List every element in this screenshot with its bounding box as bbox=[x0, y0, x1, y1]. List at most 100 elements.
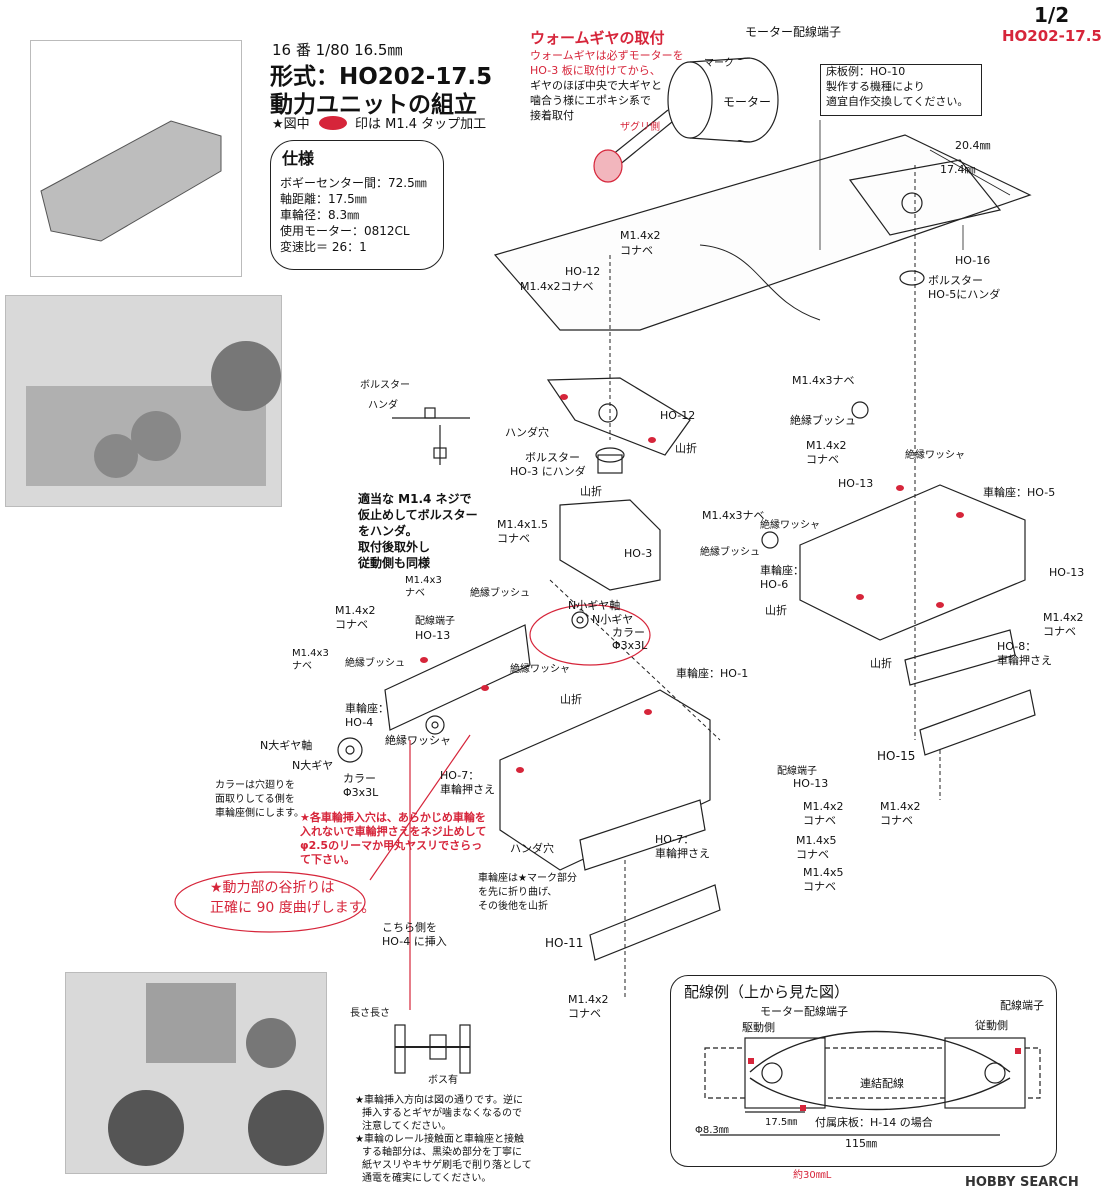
wiring-terminal: 配線端子 bbox=[1000, 999, 1044, 1012]
plate-ho11 bbox=[589, 884, 721, 961]
bottom-note-6: 紙ヤスリやキサゲ刷毛で削り落として bbox=[362, 1160, 532, 1171]
fold-note-2: 正確に 90 度曲げします。 bbox=[210, 900, 376, 916]
bottom-note-3: 注意してください。 bbox=[362, 1121, 452, 1132]
floor-note-2: 製作する機種により bbox=[826, 80, 925, 93]
label-nabe-a: ナベ bbox=[405, 588, 425, 599]
reamer-note-4: て下さい。 bbox=[300, 853, 355, 866]
label-collar-size: Φ3x3L bbox=[612, 639, 648, 652]
label-n-small-shaft: N小ギヤ軸 bbox=[568, 599, 621, 612]
label-ho16: HO-16 bbox=[955, 254, 991, 267]
label-handa-hole2: ハンダ穴 bbox=[510, 842, 554, 855]
label-ho7-ab: 車輪押さえ bbox=[440, 783, 495, 796]
wiring-dim-wheel: Φ8.3㎜ bbox=[695, 1125, 729, 1136]
label-wheel-seat-ho1: 車輪座：HO-1 bbox=[676, 667, 749, 680]
floor-note-box bbox=[820, 64, 982, 116]
fold-note-1: ★動力部の谷折りは bbox=[210, 880, 335, 896]
fold-note-ellipse bbox=[174, 871, 366, 933]
scale-label: 16 番 1/80 16.5㎜ bbox=[272, 41, 403, 59]
worm-line4: 噛合う様にエポキシ系で bbox=[530, 94, 651, 107]
label-ho13-a: HO-13 bbox=[415, 629, 451, 642]
gear-highlight-ellipse bbox=[529, 604, 651, 666]
label-insul-bush-c: 絶縁ブッシュ bbox=[790, 414, 856, 427]
wiring-example-box bbox=[670, 975, 1057, 1167]
label-konabe-c: コナベ bbox=[335, 618, 368, 631]
collar-note-2: 面取りしてる側を bbox=[215, 794, 295, 805]
plate-ho15 bbox=[919, 689, 1036, 756]
plate-ho8 bbox=[904, 629, 1016, 686]
worm-line5: 接着取付 bbox=[530, 109, 574, 122]
label-m14x2-c: M1.4x2 bbox=[803, 800, 844, 813]
tap-note-pre: ★図中 bbox=[272, 117, 310, 132]
label-yamaori5: 山折 bbox=[870, 657, 892, 670]
page-number: 1/2 bbox=[1034, 3, 1070, 27]
spec-wheel-dia: 車輪径：8.3㎜ bbox=[280, 208, 360, 222]
label-ho8: HO-8： bbox=[997, 640, 1037, 653]
label-insul-washer-c: 絶縁ワッシャ bbox=[905, 450, 965, 461]
photo-gear-assembly bbox=[5, 295, 282, 507]
handa-inset-label: ハンダ bbox=[368, 400, 398, 411]
worm-line3: ギヤのほぼ中央で大ギヤと bbox=[530, 79, 662, 92]
wiring-title: 配線例（上から見た図） bbox=[684, 983, 850, 1001]
label-m14x2-e: M1.4x2 bbox=[806, 439, 847, 452]
label-m14x3-b: M1.4x3 bbox=[292, 648, 329, 659]
floor-plate-ho10 bbox=[493, 134, 1032, 331]
label-yamaori4: 山折 bbox=[765, 604, 787, 617]
label-insul-bush-a: 絶縁ブッシュ bbox=[470, 588, 530, 599]
bolster-note-1: 適当な M1.4 ネジで bbox=[358, 492, 472, 506]
label-konabe-b: コナベ bbox=[497, 532, 530, 545]
label-nabe-b: ナベ bbox=[292, 661, 312, 672]
label-m14x2-b: M1.4x2 bbox=[335, 604, 376, 617]
label-m14x5-b: M1.4x5 bbox=[803, 866, 844, 879]
label-konabe-g: コナベ bbox=[568, 1007, 601, 1020]
label-ho13-d: HO-13 bbox=[1049, 566, 1085, 579]
collar-note-3: 車輪座側にします。 bbox=[215, 808, 304, 819]
label-handa-hole: ハンダ穴 bbox=[505, 426, 549, 439]
dim-17-4: 17.4㎜ bbox=[940, 163, 976, 176]
label-n-big-shaft: N大ギヤ軸 bbox=[260, 739, 313, 752]
photo-frame-parts bbox=[30, 40, 242, 277]
wiring-floor: 付属床板：H-14 の場合 bbox=[815, 1116, 933, 1129]
wheel-seat-ho5 bbox=[799, 484, 1026, 641]
label-m14x15: M1.4x1.5 bbox=[497, 518, 548, 531]
reamer-note-1: ★各車輪挿入穴は、あらかじめ車輪を bbox=[300, 811, 486, 824]
label-ho3: HO-3 bbox=[624, 547, 653, 560]
label-bolster-ho3: ボルスター bbox=[525, 451, 580, 464]
plate-ho7 bbox=[579, 799, 706, 871]
label-ho12-b: HO-12 bbox=[660, 409, 696, 422]
spec-bogie: ボギーセンター間：72.5㎜ bbox=[280, 176, 427, 190]
label-ho11: HO-11 bbox=[545, 936, 584, 950]
wheel-seat-note-3: その後他を山折 bbox=[478, 901, 548, 912]
worm-line1: ウォームギヤは必ずモーターを bbox=[530, 49, 684, 62]
wiring-motor-terminal: モーター配線端子 bbox=[760, 1005, 848, 1018]
dim-20-4: 20.4㎜ bbox=[955, 139, 991, 152]
watermark: HOBBY SEARCH bbox=[965, 1175, 1079, 1190]
motor-body bbox=[611, 57, 779, 167]
label-wheel-seat-ho5: 車輪座：HO-5 bbox=[983, 486, 1056, 499]
label-konabe-e: コナベ bbox=[796, 848, 829, 861]
wheel-seat-note-1: 車輪座は★マーク部分 bbox=[478, 873, 577, 884]
insert-note-1: こちら側を bbox=[382, 921, 437, 934]
motor-label: モーター bbox=[723, 95, 772, 109]
tap-note-post: 印は M1.4 タップ加工 bbox=[355, 117, 487, 132]
wheel-seat-ho4 bbox=[384, 624, 531, 731]
label-konabe-h: コナベ bbox=[806, 453, 839, 466]
bolster-note-4: 取付後取外し bbox=[358, 540, 431, 554]
label-ho7-a: HO-7： bbox=[440, 769, 480, 782]
label-ho12-a: HO-12 bbox=[565, 265, 601, 278]
bolster-note-2: 仮止めしてボルスター bbox=[358, 508, 478, 522]
label-yamaori2: 山折 bbox=[580, 485, 602, 498]
label-ho13-b: HO-13 bbox=[793, 777, 829, 790]
axle-length-label: 長さ長さ bbox=[350, 1008, 390, 1019]
wiring-driven: 従動側 bbox=[975, 1019, 1008, 1032]
wiring-dim-total: 115㎜ bbox=[845, 1137, 877, 1150]
spec-wheelbase: 軸距離：17.5㎜ bbox=[280, 192, 367, 206]
label-insul-bush-b: 絶縁ブッシュ bbox=[345, 658, 405, 669]
bottom-note-2: 挿入するとギヤが噛まなくなるので bbox=[362, 1108, 522, 1119]
spec-motor: 使用モーター：0812CL bbox=[280, 224, 410, 238]
plate-ho12 bbox=[546, 377, 691, 456]
label-konabe-a: コナベ bbox=[620, 244, 653, 257]
label-m14x5-a: M1.4x5 bbox=[796, 834, 837, 847]
label-ho13-c: HO-13 bbox=[838, 477, 874, 490]
